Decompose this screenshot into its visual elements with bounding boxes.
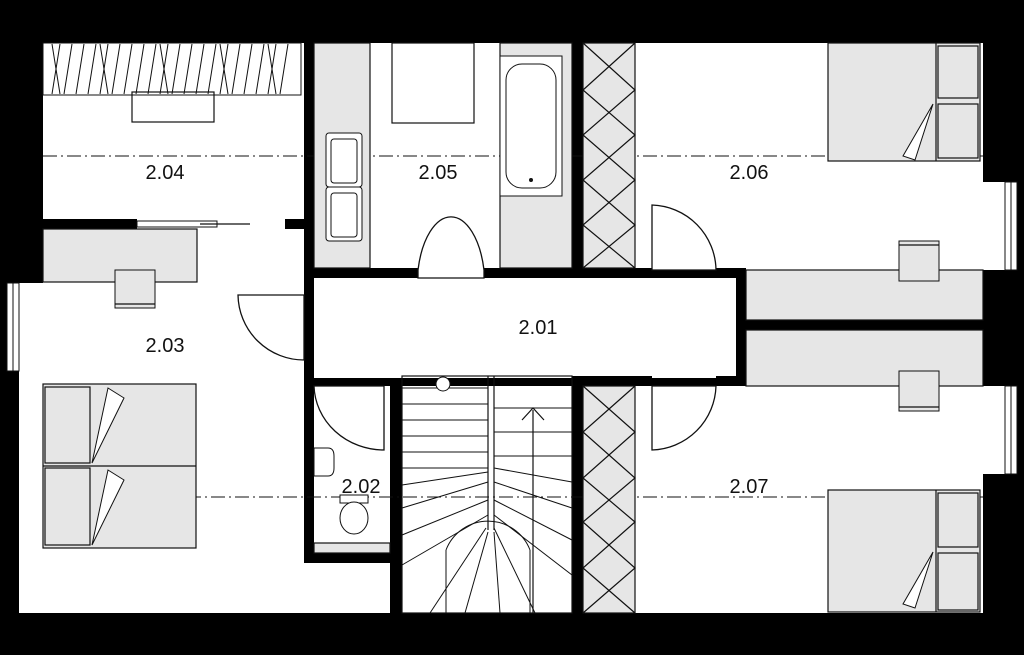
room-label-2-05: 2.05 [419,162,458,184]
room-label-2-07: 2.07 [730,476,769,498]
staircase [401,375,573,614]
bed-207 [827,489,981,613]
sliding-door [136,220,250,228]
bed-206 [827,42,981,162]
room-label-2-06: 2.06 [730,162,769,184]
windows [6,181,1018,475]
wardrobe-206 [582,42,636,269]
room-label-2-01: 2.01 [519,317,558,339]
desk-203 [42,228,198,309]
doors [237,204,717,451]
room-label-2-02: 2.02 [342,476,381,498]
wardrobe-hangers [42,42,302,123]
bed-203 [42,383,197,549]
desks-206-207 [745,240,984,412]
wc-202 [313,447,391,554]
room-label-2-04: 2.04 [146,162,185,184]
room-label-2-03: 2.03 [146,335,185,357]
wardrobe-207 [582,385,636,614]
bathroom-205 [313,42,573,269]
